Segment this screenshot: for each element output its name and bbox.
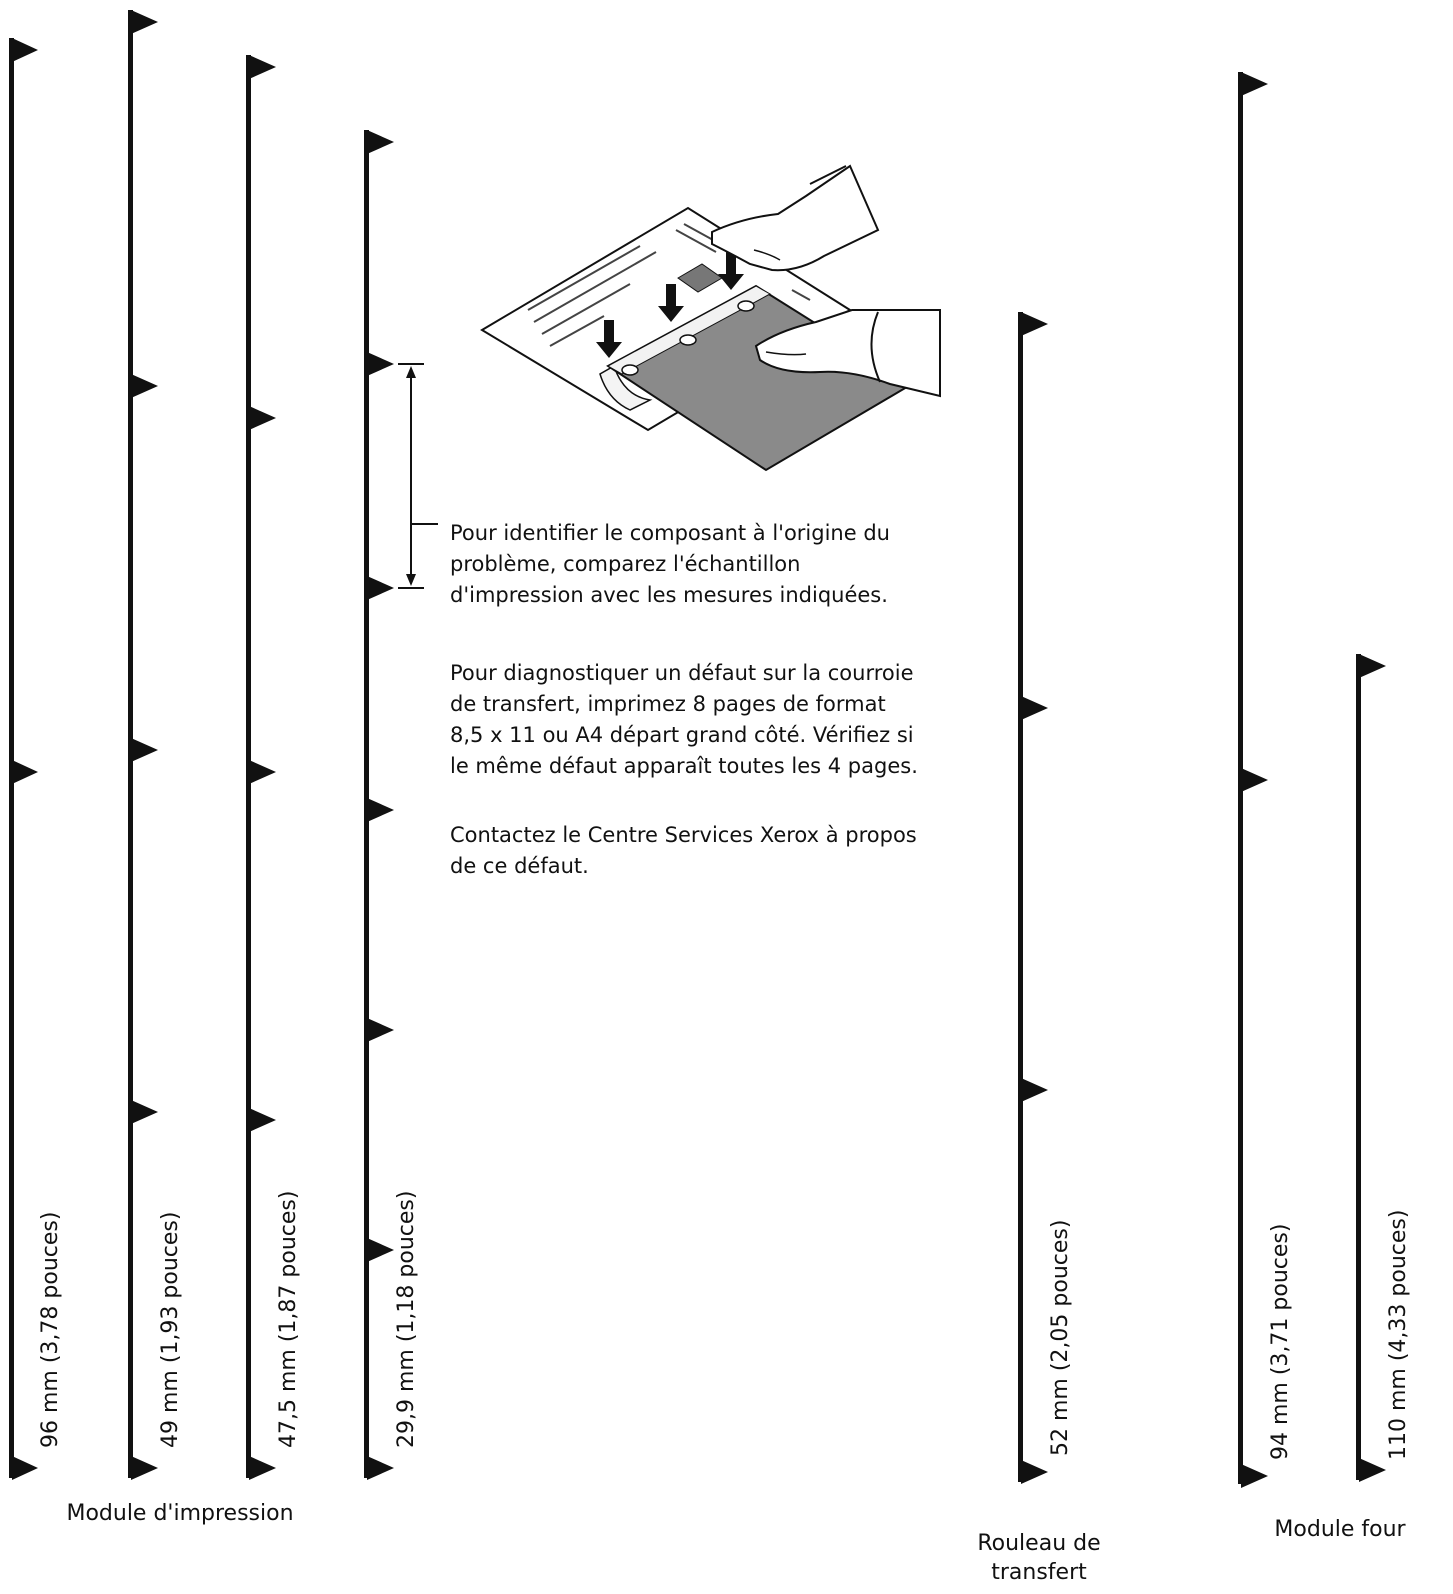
ruler-marker bbox=[1021, 1078, 1048, 1102]
ruler-29mm-line bbox=[364, 130, 369, 1478]
ruler-label-47mm: 47,5 mm (1,87 pouces) bbox=[276, 1190, 301, 1448]
ruler-marker bbox=[367, 352, 394, 376]
ruler-label-49mm: 49 mm (1,93 pouces) bbox=[158, 1211, 183, 1448]
ruler-marker bbox=[131, 374, 158, 398]
ruler-marker bbox=[1241, 768, 1268, 792]
ruler-marker bbox=[367, 576, 394, 600]
note-contact-xerox: Contactez le Centre Services Xerox à pro… bbox=[450, 823, 917, 878]
ruler-96mm-line bbox=[9, 38, 14, 1478]
ruler-marker bbox=[1359, 654, 1386, 678]
ruler-94mm-line bbox=[1238, 72, 1243, 1484]
group-label-print-module: Module d'impression bbox=[66, 1501, 294, 1526]
ruler-label-29mm: 29,9 mm (1,18 pouces) bbox=[394, 1190, 419, 1448]
ruler-47mm-line bbox=[246, 55, 251, 1478]
print-sample-illustration bbox=[480, 164, 941, 472]
ruler-marker bbox=[249, 1108, 276, 1132]
ruler-marker bbox=[367, 798, 394, 822]
ruler-49mm-line bbox=[128, 10, 133, 1478]
ruler-marker bbox=[367, 1238, 394, 1262]
ruler-marker bbox=[131, 1100, 158, 1124]
ruler-marker bbox=[12, 38, 38, 62]
ruler-marker bbox=[1021, 1460, 1048, 1484]
ruler-label-96mm: 96 mm (3,78 pouces) bbox=[38, 1211, 63, 1448]
ruler-marker bbox=[367, 130, 394, 154]
note-identify-component: Pour identifier le composant à l'origine… bbox=[450, 521, 890, 607]
ruler-marker bbox=[249, 1456, 276, 1480]
ruler-marker bbox=[249, 55, 276, 79]
ruler-marker bbox=[1021, 312, 1048, 336]
ruler-label-110mm: 110 mm (4,33 pouces) bbox=[1386, 1209, 1411, 1460]
ruler-marker bbox=[131, 10, 158, 34]
dimension-bracket bbox=[398, 363, 438, 589]
ruler-marker bbox=[131, 1456, 158, 1480]
ruler-marker bbox=[12, 760, 38, 784]
ruler-marker bbox=[12, 1456, 38, 1480]
ruler-label-94mm: 94 mm (3,71 pouces) bbox=[1268, 1223, 1293, 1460]
ruler-marker bbox=[249, 406, 276, 430]
ruler-52mm-line bbox=[1018, 312, 1023, 1482]
ruler-label-52mm: 52 mm (2,05 pouces) bbox=[1048, 1219, 1073, 1456]
ruler-marker bbox=[367, 1456, 394, 1480]
ruler-marker bbox=[1241, 1464, 1268, 1488]
ruler-marker bbox=[1359, 1458, 1386, 1482]
ruler-marker bbox=[1021, 696, 1048, 720]
note-diagnose-transfer-belt: Pour diagnostiquer un défaut sur la cour… bbox=[450, 661, 918, 778]
group-label-transfer-roller: Rouleau de transfert bbox=[977, 1531, 1101, 1585]
ruler-110mm-line bbox=[1356, 654, 1361, 1480]
group-label-fuser-module: Module four bbox=[1274, 1517, 1406, 1542]
ruler-marker bbox=[367, 1018, 394, 1042]
ruler-marker bbox=[1241, 72, 1268, 96]
ruler-marker bbox=[249, 760, 276, 784]
ruler-marker bbox=[131, 738, 158, 762]
